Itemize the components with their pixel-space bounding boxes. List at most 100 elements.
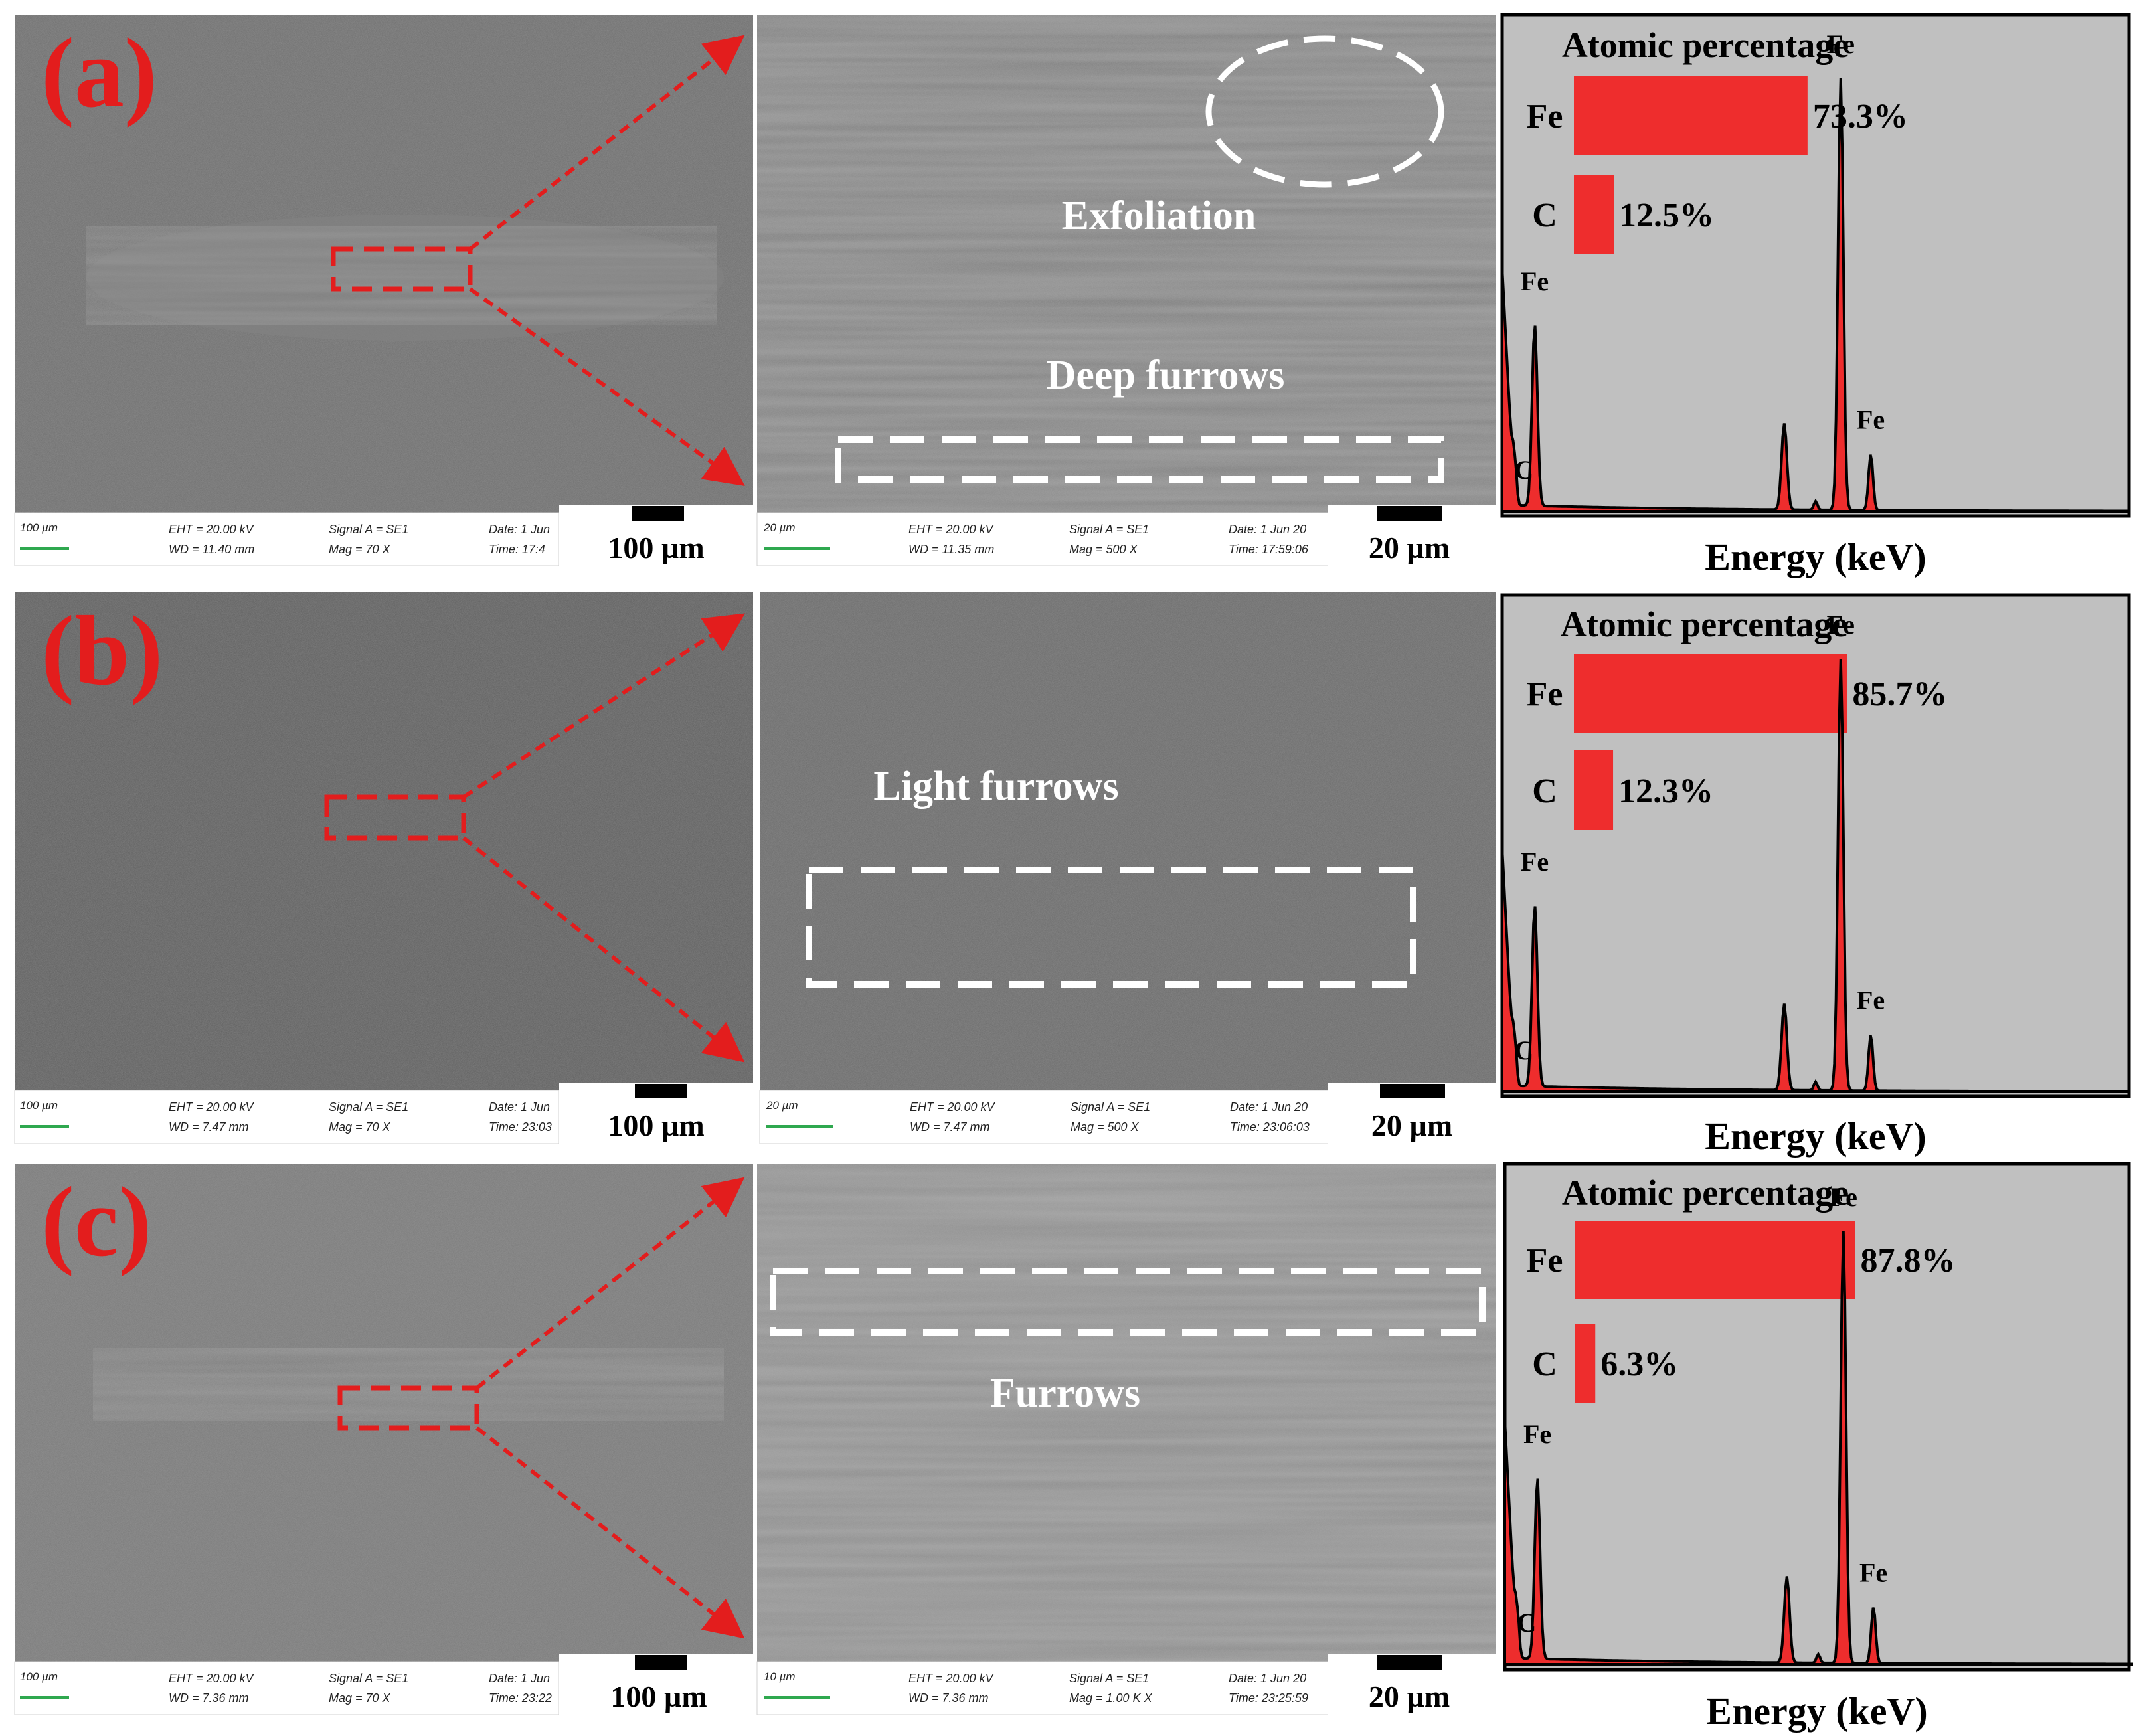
info-line: Date: 1 Jun 20 [1230,1100,1308,1114]
scalebar [635,1084,687,1098]
sem-info-bar [759,1090,1329,1144]
annotation-light-furrows: Light furrows [873,764,1118,809]
panel-b: (b) 100 µm EHT = 20.00 kV WD = 7.47 mm S… [14,592,2131,1158]
selection-box [331,246,473,292]
peak-label: Fe [1830,1182,1857,1212]
peak-label: Fe [1827,29,1855,59]
scale-label: 100 µm [608,1108,704,1142]
sem-overview: (c) 100 µm EHT = 20.00 kV WD = 7.36 mm S… [14,1164,753,1720]
info-line: EHT = 20.00 kV [910,1100,996,1114]
info-line: Signal A = SE1 [329,1100,408,1114]
panel-label: (a) [41,18,157,128]
scalebar [1377,1655,1442,1670]
info-line: Time: 23:25:59 [1229,1692,1308,1705]
furrow-marker [806,867,1416,988]
info-scale: 100 µm [20,1670,58,1683]
bar-c [1574,175,1614,254]
info-line: EHT = 20.00 kV [908,523,995,536]
zoom-arrow-top [469,35,745,251]
spectrum-curve [1503,1231,2133,1666]
info-line: Time: 17:4 [489,543,545,556]
spectrum-curve [1501,78,2130,513]
sem-overview: (a) 100 µm EHT = 20.00 kV WD = 11.40 mm … [14,15,753,571]
info-line: EHT = 20.00 kV [169,1100,255,1114]
scalebar [632,506,684,521]
scale-label: 100 µm [608,531,704,564]
info-line: WD = 7.47 mm [910,1120,990,1134]
bar-value-label: 73.3% [1813,98,1908,135]
panel-a: (a) 100 µm EHT = 20.00 kV WD = 11.40 mm … [14,13,2131,578]
peak-label: Fe [1521,266,1549,296]
info-line: WD = 11.40 mm [169,543,254,556]
info-line: Date: 1 Jun 20 [1229,523,1306,536]
annotation-deep-furrows: Deep furrows [1047,353,1285,398]
bar-value-label: 12.3% [1618,772,1713,810]
sem-info-bar [756,512,1329,566]
panel-label: (c) [41,1167,151,1277]
info-line: Signal A = SE1 [1071,1100,1150,1114]
info-scale: 10 µm [764,1670,796,1683]
info-scale: 100 µm [20,521,58,534]
info-scale: 20 µm [763,521,796,534]
bar-c [1575,1324,1596,1403]
info-line: Date: 1 Jun 20 [1229,1672,1306,1685]
info-line: Signal A = SE1 [1069,523,1149,536]
info-line: WD = 7.47 mm [169,1120,249,1134]
info-scale: 20 µm [766,1099,798,1112]
zoom-arrow-bottom [475,1426,745,1639]
info-scale: 100 µm [20,1099,58,1112]
info-line: Time: 23:22 [489,1692,552,1705]
info-line: WD = 11.35 mm [908,543,994,556]
info-line: Time: 17:59:06 [1229,543,1309,556]
bar-element-label: Fe [1527,98,1563,135]
bar-element-label: Fe [1527,675,1563,713]
bar-fe [1574,76,1808,155]
furrow-marker [770,1268,1486,1336]
peak-label: Fe [1859,1558,1887,1588]
bar-fe [1574,654,1847,733]
selection-box [324,794,466,841]
zoom-arrow-top [475,1177,745,1390]
peak-label: Fe [1857,986,1885,1015]
annotation-exfoliation: Exfoliation [1062,193,1256,238]
bar-element-label: C [1532,772,1557,810]
bar-value-label: 12.5% [1619,197,1714,234]
info-line: EHT = 20.00 kV [169,523,255,536]
sem-info-bar [756,1661,1329,1715]
sem-zoom: Light furrows 20 µm EHT = 20.00 kV WD = … [759,592,1496,1149]
spectrum-curve [1501,659,2130,1093]
zoom-arrow-bottom [462,836,745,1063]
sem-info-bar [14,512,560,566]
info-line: Time: 23:03 [489,1120,552,1134]
peak-label: Fe [1521,847,1549,877]
eds-xlabel: Energy (keV) [1705,535,1926,578]
bar-c [1574,750,1614,830]
scale-label: 100 µm [610,1680,707,1713]
sem-zoom: Exfoliation Deep furrows 20 µm EHT = 20.… [756,15,1496,571]
eds-title: Atomic percentage [1562,1173,1849,1213]
peak-label: C [1514,455,1533,485]
info-line: Mag = 70 X [329,1692,391,1705]
sem-info-bar [14,1090,560,1144]
furrow-marker [835,436,1444,483]
peak-label: Fe [1857,405,1885,435]
sem-info-bar [14,1661,560,1715]
scalebar [635,1655,687,1670]
scale-label: 20 µm [1371,1108,1452,1142]
bar-value-label: 85.7% [1852,675,1947,713]
scalebar [1377,506,1442,521]
info-line: Mag = 70 X [329,1120,391,1134]
info-line: WD = 7.36 mm [169,1692,249,1705]
bar-element-label: C [1532,197,1557,234]
eds-title: Atomic percentage [1562,25,1849,65]
sem-zoom: Furrows 10 µm EHT = 20.00 kV WD = 7.36 m… [756,1164,1496,1720]
scale-label: 20 µm [1369,531,1450,564]
bar-element-label: Fe [1527,1242,1563,1280]
eds-xlabel: Energy (keV) [1705,1114,1926,1158]
sem-overview: (b) 100 µm EHT = 20.00 kV WD = 7.47 mm S… [14,592,753,1149]
peak-label: C [1517,1608,1536,1638]
peak-label: Fe [1827,610,1855,640]
info-line: Mag = 1.00 K X [1069,1692,1153,1705]
